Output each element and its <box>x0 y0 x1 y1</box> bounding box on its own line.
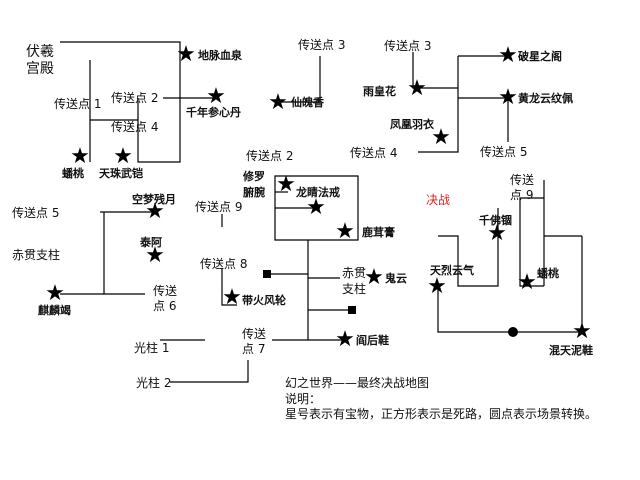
label-teleport-7-b: 点 7 <box>242 342 266 356</box>
label-teleport-5-a: 传送点 5 <box>12 206 60 220</box>
star-icon: ★ <box>335 219 355 244</box>
treasure-dimai: 地脉血泉 <box>198 49 242 62</box>
label-teleport-2-b: 传送点 2 <box>246 149 294 163</box>
label-fuxi: 伏羲 <box>26 44 54 60</box>
label-teleport-6-b: 点 6 <box>153 299 177 313</box>
treasure-yanhou: 阎后鞋 <box>356 334 389 347</box>
label-teleport-7-a: 传送 <box>242 327 267 341</box>
star-icon: ★ <box>113 144 133 169</box>
label-teleport-4-b: 传送点 4 <box>350 146 398 160</box>
treasure-lurong: 鹿茸膏 <box>362 226 395 239</box>
treasure-panta-a: 蟠桃 <box>62 167 84 180</box>
label-teleport-9-b: 传送 <box>510 173 535 187</box>
label-juezhan: 决战 <box>426 193 451 207</box>
label-chiguan-b: 赤贯 <box>342 266 367 280</box>
label-teleport-5-b: 传送点 5 <box>480 145 528 159</box>
treasure-huanglong: 黄龙云纹佩 <box>518 92 573 105</box>
label-xiuluo-b: 腑腕 <box>243 186 265 199</box>
star-icon: ★ <box>45 281 65 306</box>
star-icon: ★ <box>407 76 427 101</box>
star-icon: ★ <box>306 195 326 220</box>
label-teleport-9-c: 点 9 <box>510 188 534 202</box>
star-icon: ★ <box>572 319 592 344</box>
label-teleport-9-a: 传送点 9 <box>195 200 243 214</box>
star-icon: ★ <box>498 85 518 110</box>
label-xiuluo-a: 修罗 <box>243 170 265 183</box>
star-icon: ★ <box>176 42 196 67</box>
treasure-kongmeng: 空梦残月 <box>132 193 176 206</box>
treasure-huntian: 混天泥鞋 <box>549 344 593 357</box>
star-icon: ★ <box>498 43 518 68</box>
label-guangzhu-1: 光柱 1 <box>134 341 170 355</box>
star-icon: ★ <box>276 172 296 197</box>
star-icon: ★ <box>431 125 451 150</box>
treasure-qiannian: 千年参心丹 <box>186 106 241 119</box>
label-gongdian: 宫殿 <box>26 61 54 77</box>
map-title: 幻之世界——最终决战地图 <box>285 376 430 390</box>
treasure-qilin: 麒麟竭 <box>38 304 71 317</box>
treasure-qianfo: 千佛锢 <box>479 214 512 227</box>
treasure-tianlie: 天烈云气 <box>430 264 474 277</box>
treasure-tianzhu: 天珠武铠 <box>99 167 143 180</box>
square-icon <box>263 270 271 278</box>
star-icon: ★ <box>268 90 288 115</box>
star-icon: ★ <box>145 243 165 268</box>
treasure-fenghuang: 凤凰羽衣 <box>390 118 434 131</box>
star-icon: ★ <box>222 285 242 310</box>
star-icon: ★ <box>145 199 165 224</box>
square-icon <box>348 306 356 314</box>
treasure-longjing: 龙睛法戒 <box>296 186 340 199</box>
treasure-panta-b: 蟠桃 <box>537 267 559 280</box>
treasure-xiankui: 仙魄香 <box>291 96 324 109</box>
label-guangzhu-2: 光柱 2 <box>136 376 172 390</box>
star-icon: ★ <box>335 327 355 352</box>
label-teleport-3-b: 传送点 3 <box>384 39 432 53</box>
label-teleport-2-a: 传送点 2 <box>111 91 159 105</box>
dot-icon <box>508 327 518 337</box>
treasure-guiyun: 鬼云 <box>385 272 407 285</box>
label-teleport-3-a: 传送点 3 <box>298 38 346 52</box>
star-icon: ★ <box>206 84 226 109</box>
treasure-fenghuo: 带火风轮 <box>242 294 286 307</box>
label-chiguan-c: 支柱 <box>342 282 367 296</box>
label-teleport-8: 传送点 8 <box>200 257 248 271</box>
star-icon: ★ <box>70 144 90 169</box>
label-teleport-1: 传送点 1 <box>54 97 102 111</box>
star-icon: ★ <box>487 221 507 246</box>
treasure-poxing: 破星之阁 <box>518 50 562 63</box>
label-chiguan-a: 赤贯支柱 <box>12 248 61 262</box>
star-icon: ★ <box>517 270 537 295</box>
label-teleport-6-a: 传送 <box>153 284 178 298</box>
star-icon: ★ <box>427 274 447 299</box>
treasure-yuhuang: 雨皇花 <box>363 85 396 98</box>
legend-heading: 说明： <box>285 392 322 406</box>
treasure-taia: 泰阿 <box>140 236 162 249</box>
star-icon: ★ <box>364 265 384 290</box>
legend-text: 星号表示有宝物，正方形表示是死路，圆点表示场景转换。 <box>285 407 598 421</box>
label-teleport-4-a: 传送点 4 <box>111 120 159 134</box>
